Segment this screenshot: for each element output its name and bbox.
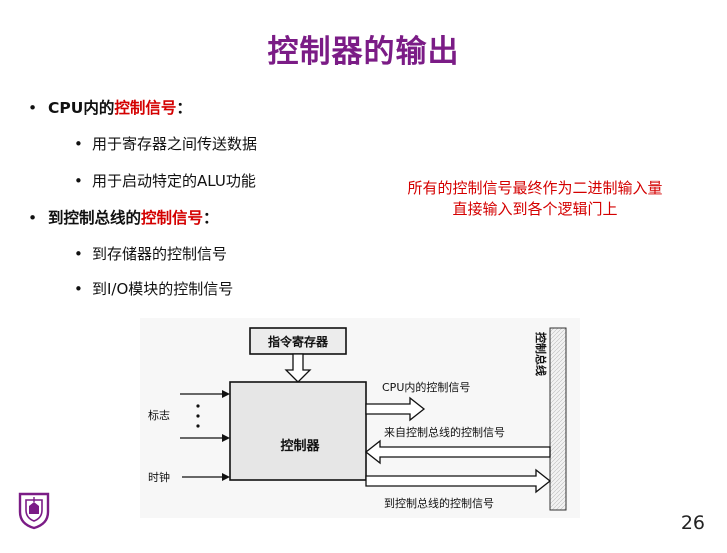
note-text: 所有的控制信号最终作为二进制输入量 直接输入到各个逻辑门上 — [370, 178, 700, 220]
clock-label: 时钟 — [148, 470, 170, 484]
flags-label: 标志 — [148, 408, 170, 422]
slide-title: 控制器的输出 — [267, 34, 460, 70]
note-line: 所有的控制信号最终作为二进制输入量 — [407, 179, 663, 197]
instruction-register-label: 指令寄存器 — [268, 334, 329, 349]
control-bus-label: 控制总线 — [534, 332, 548, 376]
subbullet: •用于启动特定的ALU功能 — [74, 172, 256, 190]
instruction-register-box — [249, 327, 347, 355]
bullet-highlight: 控制信号 — [141, 209, 204, 227]
bullet-prefix: 到控制总线的 — [48, 209, 142, 227]
subbullet: •到存储器的控制信号 — [74, 245, 228, 263]
ir-to-controller-arrow — [284, 353, 312, 383]
subbullet-text: 到存储器的控制信号 — [92, 245, 228, 263]
controller-box — [229, 381, 367, 481]
clock-input-arrow — [182, 473, 230, 481]
subbullet-text: 到I/O模块的控制信号 — [92, 280, 234, 298]
bullet-control-bus: •到控制总线的控制信号： — [28, 209, 219, 227]
from-bus-signal-arrow — [364, 439, 551, 465]
subbullet-text: 用于启动特定的ALU功能 — [92, 172, 256, 190]
subbullet-text: 用于寄存器之间传送数据 — [92, 135, 258, 153]
bullet-prefix: CPU内的 — [48, 99, 115, 117]
university-logo — [18, 492, 50, 530]
page-number: 26 — [680, 512, 705, 534]
cpu-internal-signal-label: CPU内的控制信号 — [382, 380, 470, 394]
bullet-suffix: ： — [176, 99, 192, 117]
bullet-suffix: ： — [203, 209, 219, 227]
note-line: 直接输入到各个逻辑门上 — [452, 200, 618, 218]
controller-diagram: 指令寄存器 控制器 标志 时钟 控制总线 CPU内的控制信号 来自控制总线的控制… — [140, 318, 580, 518]
bullet-cpu-internal: •CPU内的控制信号： — [28, 99, 192, 117]
subbullet: •到I/O模块的控制信号 — [74, 280, 234, 298]
flag-input-arrows — [180, 390, 230, 442]
cpu-internal-signal-arrow — [365, 396, 426, 422]
to-bus-signal-label: 到控制总线的控制信号 — [384, 496, 494, 510]
control-bus — [549, 327, 567, 511]
to-bus-signal-arrow — [365, 468, 552, 494]
bullet-highlight: 控制信号 — [114, 99, 177, 117]
from-bus-signal-label: 来自控制总线的控制信号 — [384, 425, 505, 439]
subbullet: •用于寄存器之间传送数据 — [74, 135, 258, 153]
controller-label: 控制器 — [280, 438, 320, 454]
